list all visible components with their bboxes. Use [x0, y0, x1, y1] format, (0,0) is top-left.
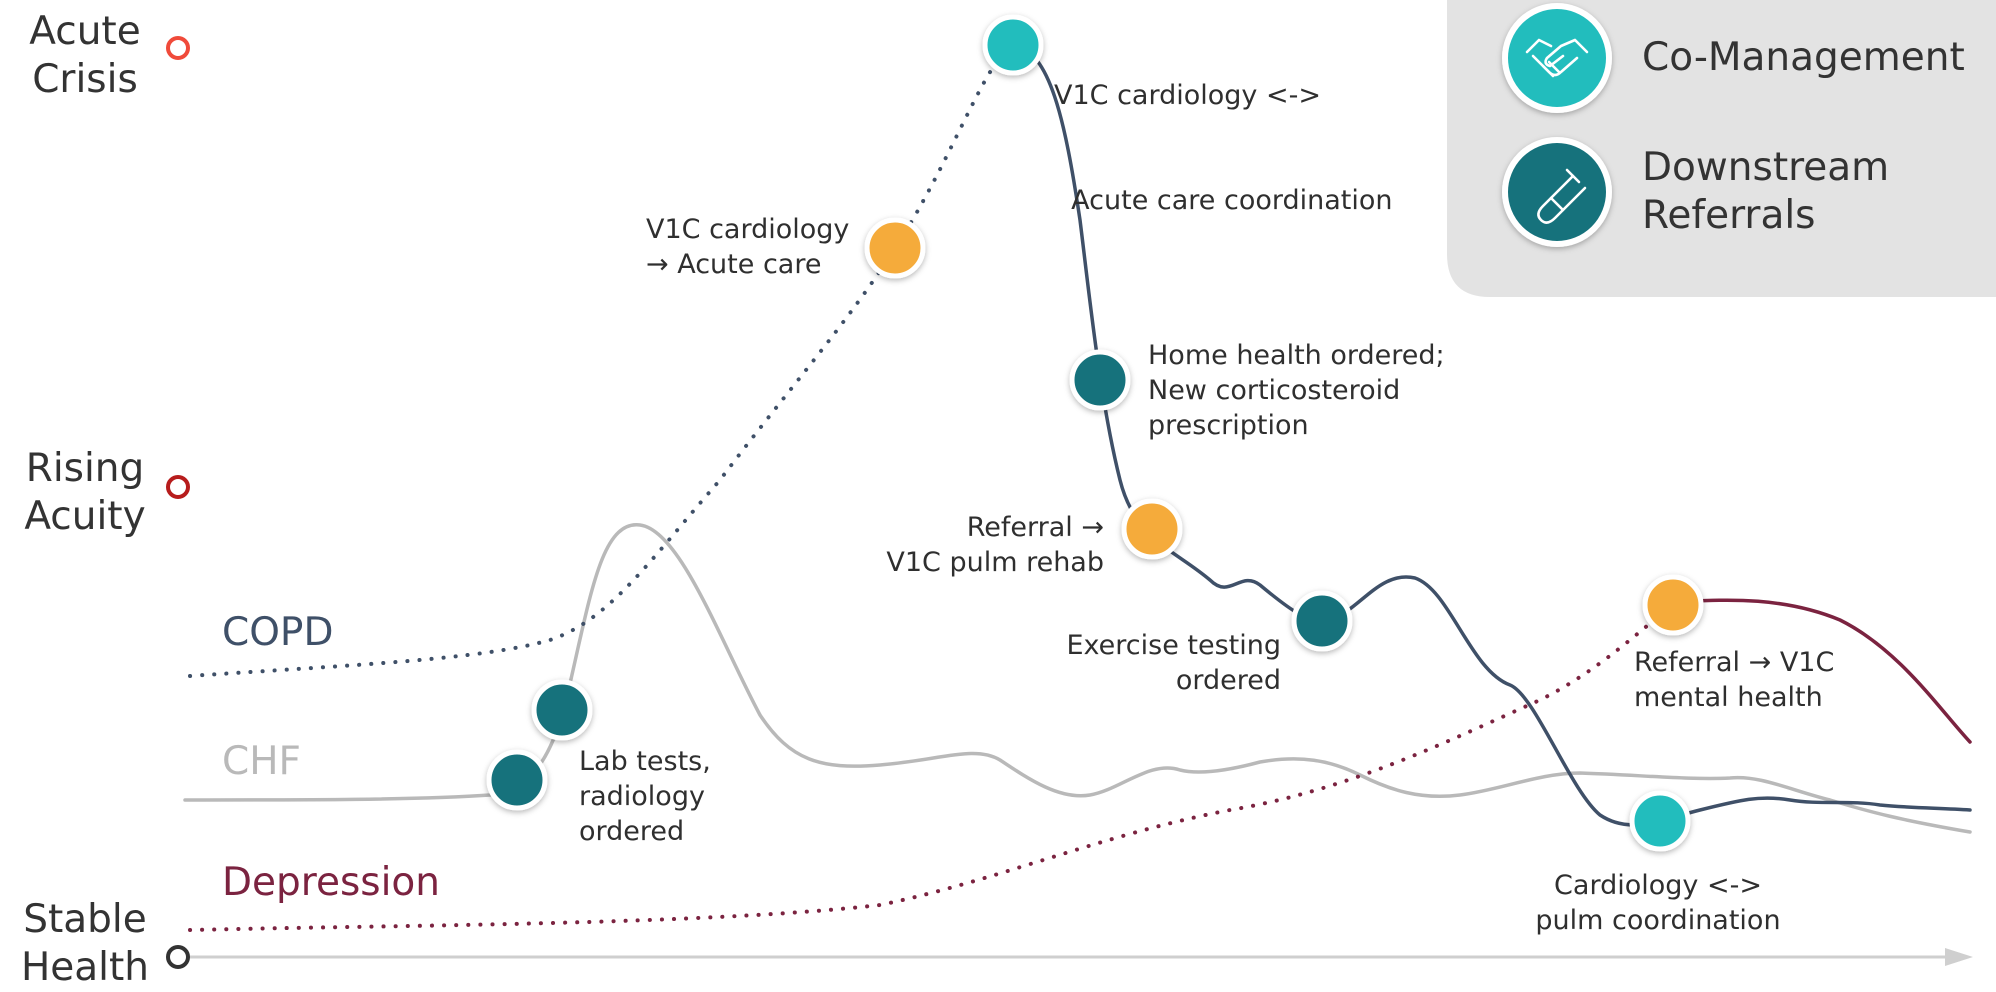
depression-trajectory-solid-line — [1671, 598, 1972, 744]
annotation-cardio-pulm-coordination-line1: Cardiology <-> — [1554, 870, 1762, 901]
axis-label-acute-crisis-line1: Acute — [29, 9, 141, 54]
axis-label-stable-health-line2: Health — [20, 945, 150, 990]
annotation-lab-tests-line1: Lab tests, — [579, 746, 711, 777]
referral-marker-mental-health[interactable] — [1642, 574, 1704, 636]
acuity-axis-bottom-marker — [166, 945, 190, 969]
co-management-marker-acute-coordination[interactable] — [982, 14, 1044, 76]
annotation-lab-tests-line2: radiology — [579, 781, 705, 812]
downstream-marker-exercise-testing[interactable] — [1291, 590, 1353, 652]
axis-label-acute-crisis-line2: Crisis — [32, 57, 138, 102]
referral-marker-pulm-rehab[interactable] — [1121, 498, 1183, 560]
annotation-cardio-pulm-coordination: Cardiology <-> pulm coordination — [1508, 868, 1808, 938]
annotation-acute-care-referral-line2: → Acute care — [646, 249, 822, 280]
axis-label-stable-health: Stable Health — [10, 896, 160, 992]
annotation-lab-tests: Lab tests, radiology ordered — [579, 744, 711, 849]
legend-co-management-label: Co-Management — [1642, 35, 1965, 80]
annotation-pulm-rehab-line1: Referral → — [966, 512, 1104, 543]
legend-downstream-label: Downstream Referrals — [1642, 144, 1889, 240]
handshake-icon — [1525, 38, 1589, 78]
depression-trajectory-dotted-line — [188, 603, 1675, 932]
annotation-cardio-pulm-coordination-line2: pulm coordination — [1535, 905, 1781, 936]
annotation-acute-care-referral: V1C cardiology → Acute care — [646, 212, 849, 282]
condition-label-chf: CHF — [222, 739, 301, 784]
axis-label-rising-acuity: Rising Acuity — [10, 445, 160, 541]
legend-downstream-label-line1: Downstream — [1642, 145, 1890, 190]
chf-trajectory-line — [183, 523, 1972, 834]
annotation-pulm-rehab-line2: V1C pulm rehab — [886, 547, 1104, 578]
acuity-axis-middle-marker — [166, 475, 190, 499]
annotation-pulm-rehab: Referral → V1C pulm rehab — [854, 510, 1104, 580]
copd-trajectory-dotted-line — [188, 43, 1015, 678]
annotation-home-health-line3: prescription — [1148, 410, 1309, 441]
axis-label-rising-acuity-line1: Rising — [25, 446, 145, 491]
annotation-exercise-testing-line1: Exercise testing — [1066, 630, 1281, 661]
downstream-marker-home-health[interactable] — [1069, 349, 1131, 411]
condition-label-copd: COPD — [222, 610, 334, 655]
annotation-home-health-line2: New corticosteroid — [1148, 375, 1401, 406]
annotation-home-health: Home health ordered; New corticosteroid … — [1148, 338, 1445, 443]
acuity-axis-top-marker — [166, 36, 190, 60]
annotation-acute-care-referral-line1: V1C cardiology — [646, 214, 850, 245]
legend-co-management-marker — [1502, 3, 1612, 113]
legend-downstream-marker — [1502, 137, 1612, 247]
co-management-marker-cardio-pulm[interactable] — [1629, 790, 1691, 852]
annotation-mental-health-line1: Referral → V1C — [1634, 647, 1835, 678]
annotation-home-health-line1: Home health ordered; — [1148, 340, 1445, 371]
time-axis-arrowhead — [1945, 948, 1973, 966]
annotation-acute-care-coordination: V1C cardiology <-> Acute care coordinati… — [1054, 8, 1393, 288]
annotation-acute-care-coordination-line2: Acute care coordination — [1054, 185, 1393, 216]
annotation-lab-tests-line3: ordered — [579, 816, 685, 847]
annotation-mental-health-line2: mental health — [1634, 682, 1823, 713]
annotation-exercise-testing-line2: ordered — [1175, 665, 1281, 696]
downstream-marker-radiology[interactable] — [486, 749, 548, 811]
annotation-exercise-testing: Exercise testing ordered — [1040, 628, 1281, 698]
condition-label-depression: Depression — [222, 860, 441, 905]
legend-downstream-label-line2: Referrals — [1642, 193, 1816, 238]
downstream-marker-lab-tests[interactable] — [531, 679, 593, 741]
axis-label-acute-crisis: Acute Crisis — [10, 8, 160, 104]
referral-marker-acute-care[interactable] — [864, 217, 926, 279]
axis-label-rising-acuity-line2: Acuity — [24, 494, 146, 539]
annotation-acute-care-coordination-line1: V1C cardiology <-> — [1054, 80, 1321, 111]
axis-label-stable-health-line1: Stable — [23, 897, 147, 942]
annotation-mental-health: Referral → V1C mental health — [1634, 645, 1834, 715]
test-tube-icon — [1537, 168, 1587, 224]
